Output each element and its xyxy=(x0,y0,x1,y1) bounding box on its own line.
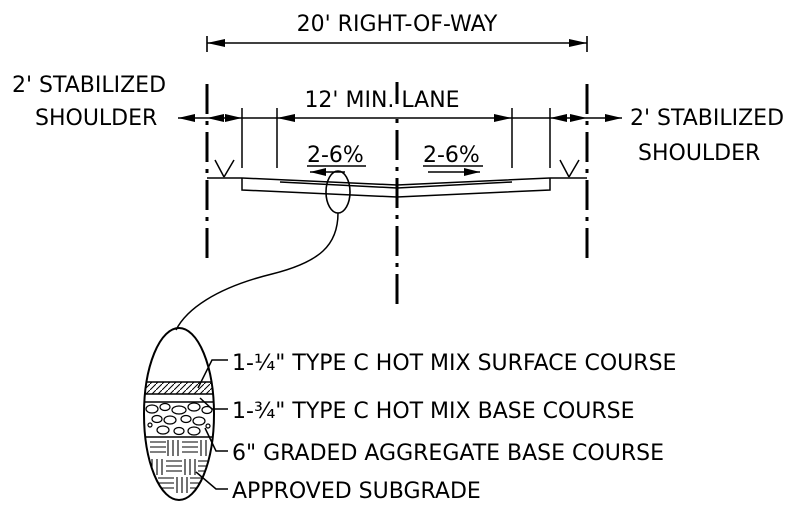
left-shoulder-label-2: SHOULDER xyxy=(35,106,157,131)
row-dimension xyxy=(206,36,588,52)
layer-label-surface: 1-¼" TYPE C HOT MIX SURFACE COURSE xyxy=(232,351,676,376)
layer-label-aggregate: 6" GRADED AGGREGATE BASE COURSE xyxy=(232,441,664,466)
right-shoulder-label-2: SHOULDER xyxy=(638,141,760,166)
row-limit-lines xyxy=(205,84,589,265)
road-profile xyxy=(207,177,587,198)
callout-leader xyxy=(175,212,339,331)
layer-label-subgrade: APPROVED SUBGRADE xyxy=(232,479,481,504)
left-slope-label: 2-6% xyxy=(307,143,364,168)
lane-dimension-arrows xyxy=(178,114,622,122)
row-label: 20' RIGHT-OF-WAY xyxy=(297,12,498,37)
layer-leaders xyxy=(195,359,228,490)
aggregate-layer xyxy=(145,402,213,436)
lane-label: 12' MIN. LANE xyxy=(304,88,459,113)
shoulder-slope-marks xyxy=(214,159,580,178)
callout-bubble xyxy=(325,170,351,214)
right-slope-label: 2-6% xyxy=(423,143,480,168)
left-shoulder-label-1: 2' STABILIZED xyxy=(12,73,166,98)
right-shoulder-label-1: 2' STABILIZED xyxy=(630,106,784,131)
pavement-detail xyxy=(143,327,215,501)
layer-label-base: 1-¾" TYPE C HOT MIX BASE COURSE xyxy=(232,399,635,424)
